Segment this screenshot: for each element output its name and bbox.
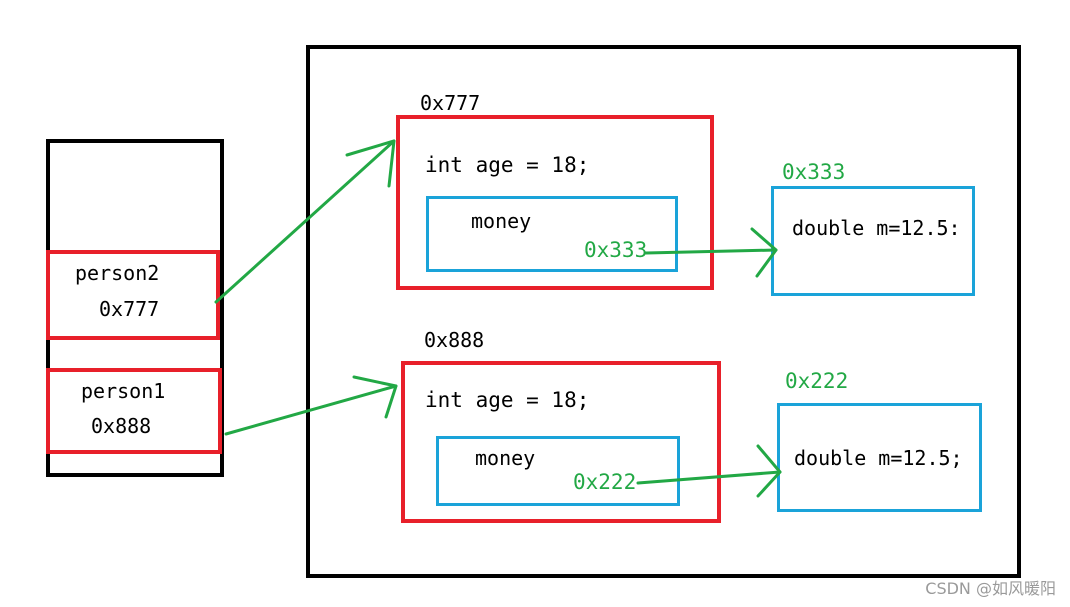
money-object1-box: [771, 186, 975, 296]
object2-money-label: money: [475, 446, 536, 470]
object1-age-field: int age = 18;: [425, 153, 590, 177]
object2-age-field: int age = 18;: [425, 388, 590, 412]
money-object2-box: [777, 403, 982, 512]
arrow-money2-to-money-object2: [636, 444, 782, 498]
watermark: CSDN @如风暖阳: [925, 579, 1056, 598]
money-object2-address: 0x222: [785, 369, 849, 393]
arrow-person2-to-object1: [214, 139, 396, 304]
object1-box: [396, 115, 714, 290]
money-object2-content: double m=12.5;: [794, 446, 963, 470]
arrow-money1-to-money-object1: [644, 227, 778, 278]
object1-address: 0x777: [420, 91, 481, 115]
object1-money-field: [426, 196, 678, 272]
stack-slot-person1: [46, 368, 222, 454]
object1-money-label: money: [471, 209, 532, 233]
person1-label: person1: [81, 379, 166, 403]
object2-box: [401, 361, 721, 523]
arrow-person1-to-object2: [224, 375, 398, 436]
heap-frame: [306, 45, 1021, 578]
person1-value: 0x888: [91, 414, 152, 438]
money-object1-address: 0x333: [782, 160, 846, 184]
object1-money-value: 0x333: [584, 238, 648, 262]
object2-address: 0x888: [424, 328, 485, 352]
object2-money-field: [436, 436, 680, 506]
object2-money-value: 0x222: [573, 470, 637, 494]
money-object1-content: double m=12.5:: [792, 216, 961, 240]
person2-value: 0x777: [99, 297, 160, 321]
stack-slot-person2: [46, 250, 220, 340]
person2-label: person2: [75, 261, 160, 285]
